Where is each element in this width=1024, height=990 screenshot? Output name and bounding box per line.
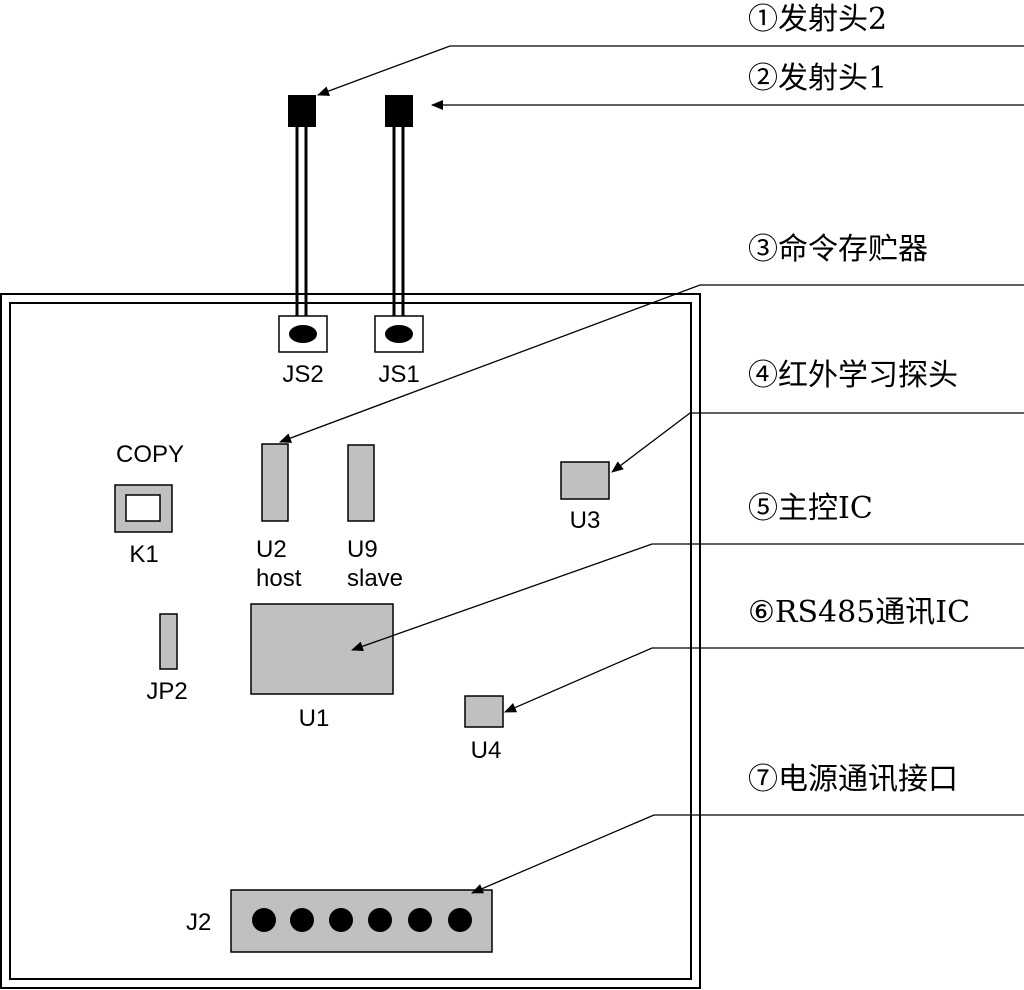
u4-chip — [464, 695, 504, 728]
u2-role-label: host — [256, 565, 302, 592]
js1-label: JS1 — [378, 361, 419, 388]
js1-socket — [374, 315, 424, 353]
annotation-emitter-1: ②发射头1 — [748, 61, 887, 96]
annotation-emitter-2: ①发射头2 — [748, 2, 887, 37]
annotation-rs485-ic: ⑥RS485通讯IC — [748, 595, 970, 630]
leader-line-1 — [317, 45, 1024, 96]
leader-line-5 — [351, 543, 1024, 652]
leader-line-3 — [279, 284, 1024, 443]
jp2-jumper — [159, 613, 178, 670]
copy-label: COPY — [116, 441, 184, 468]
emitter-head-1 — [385, 95, 413, 330]
annotation-ir-learning-probe: ④红外学习探头 — [748, 358, 958, 393]
js2-socket — [278, 315, 328, 353]
leader-line-6 — [504, 647, 1024, 713]
u1-chip — [250, 603, 394, 695]
u3-label: U3 — [570, 507, 601, 534]
jp2-label: JP2 — [146, 678, 187, 705]
annotation-main-ic: ⑤主控IC — [748, 491, 873, 526]
u3-chip — [560, 461, 610, 500]
u2-label: U2 — [256, 536, 287, 563]
js2-pad — [289, 325, 317, 343]
annotation-command-memory: ③命令存贮器 — [748, 232, 928, 267]
js2-label: JS2 — [282, 361, 323, 388]
js1-pad — [385, 325, 413, 343]
u9-role-label: slave — [347, 565, 403, 592]
annotation-power-comm-interface: ⑦电源通讯接口 — [748, 762, 958, 797]
emitter-head-2 — [288, 95, 316, 330]
k1-label: K1 — [129, 541, 158, 568]
j2-pins — [252, 908, 472, 932]
board-inner-border — [9, 302, 692, 980]
u9-chip — [347, 444, 375, 522]
leader-line-7 — [471, 814, 1024, 894]
u2-chip — [261, 443, 289, 522]
u1-label: U1 — [299, 705, 330, 732]
k1-key-inner — [125, 494, 161, 522]
u4-label: U4 — [471, 737, 502, 764]
board-outer-border — [0, 293, 701, 989]
leader-line-4 — [611, 412, 1024, 473]
u9-label: U9 — [347, 536, 378, 563]
j2-label: J2 — [186, 909, 211, 936]
